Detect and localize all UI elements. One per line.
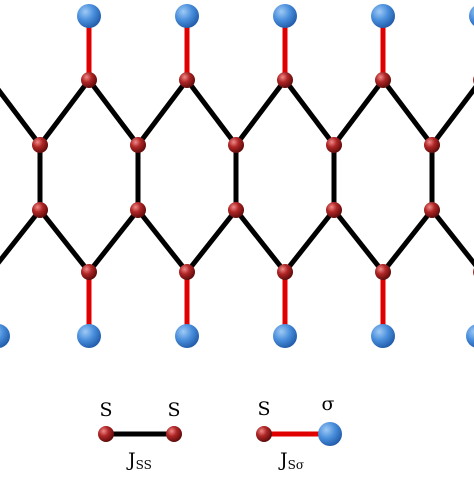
legend-ss-coupling-main: J [126, 449, 136, 471]
s-site [228, 137, 244, 153]
s-site [179, 72, 195, 88]
ss-bond-diagonal [38, 78, 91, 147]
s-site [32, 137, 48, 153]
s-site [179, 264, 195, 280]
ss-bond-diagonal [87, 78, 140, 147]
sigma-site [273, 324, 297, 348]
legend-ss-coupling-sub: SS [136, 458, 152, 472]
legend-ss-right-site [166, 426, 182, 442]
ss-bond-diagonal [185, 208, 238, 274]
sigma-site [77, 324, 101, 348]
s-site [375, 264, 391, 280]
s-site [326, 137, 342, 153]
legend-ssigma-sigma-site [318, 422, 342, 446]
ss-bond-diagonal [381, 78, 434, 147]
s-site [130, 202, 146, 218]
sigma-site [77, 4, 101, 28]
s-site [326, 202, 342, 218]
s-site [81, 72, 97, 88]
legend-ssigma-s-site [256, 426, 272, 442]
s-site [277, 264, 293, 280]
sigma-site [0, 324, 10, 348]
s-site [130, 137, 146, 153]
legend-ssigma-right-label: σ [322, 393, 335, 415]
bonds-layer [0, 16, 474, 336]
sigma-site [175, 4, 199, 28]
ss-bond-diagonal [38, 208, 91, 274]
ss-bond-diagonal [283, 78, 336, 147]
sigma-site [273, 4, 297, 28]
sigma-site [469, 6, 474, 26]
ss-bond-diagonal [332, 78, 385, 147]
sites-layer [0, 4, 474, 348]
ss-bond-diagonal [332, 208, 385, 274]
sigma-site [371, 324, 395, 348]
sigma-site [175, 324, 199, 348]
legend-ssigma-left-label: S [257, 398, 270, 420]
s-site [228, 202, 244, 218]
s-site [375, 72, 391, 88]
legend-ss-left-site [98, 426, 114, 442]
s-site [81, 264, 97, 280]
ss-bond-diagonal [381, 208, 434, 274]
ss-bond-diagonal [430, 85, 474, 147]
legend-ssigma-coupling: JSσ [278, 449, 304, 472]
ss-bond-diagonal [234, 78, 287, 147]
legend-ssigma-coupling-main: J [278, 449, 288, 471]
s-site [424, 202, 440, 218]
ss-bond-diagonal [136, 78, 189, 147]
legend-ssigma-coupling-sub: Sσ [288, 458, 304, 472]
ss-bond-diagonal [0, 87, 42, 147]
sigma-site [466, 324, 474, 348]
s-site [32, 202, 48, 218]
legend-ss-left-label: S [99, 399, 112, 421]
ss-bond-diagonal [136, 208, 189, 274]
sigma-site [371, 4, 395, 28]
legend-ss-right-label: S [167, 399, 180, 421]
ss-bond-diagonal [87, 208, 140, 274]
ss-bond-diagonal [234, 208, 287, 274]
ss-bond-diagonal [185, 78, 238, 147]
legend: S S JSS S σ JSσ [98, 393, 342, 472]
s-site [277, 72, 293, 88]
ss-bond-diagonal [283, 208, 336, 274]
s-site [424, 137, 440, 153]
legend-ss-coupling: JSS [126, 449, 152, 472]
ss-bond-diagonal [0, 208, 42, 265]
ss-bond-diagonal [430, 208, 474, 268]
